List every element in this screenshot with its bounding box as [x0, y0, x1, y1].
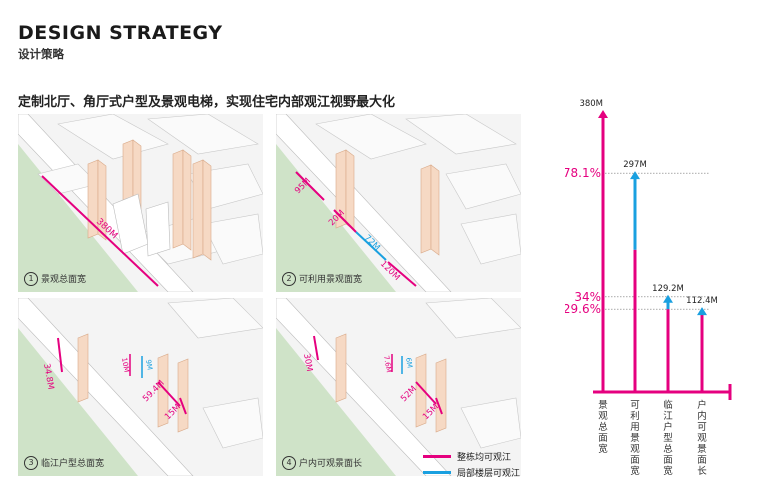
chart-bar-arrowhead	[697, 307, 707, 316]
dimension-label: 10M	[120, 357, 130, 373]
chart-category-label-char: 面	[630, 455, 640, 466]
legend-swatch	[423, 454, 451, 458]
legend-item-partial: 局部楼层可观江	[423, 464, 520, 480]
chart-category-label-char: 宽	[630, 465, 640, 475]
chart-category-label-char: 景	[630, 433, 640, 444]
chart-value-label: 112.4M	[686, 296, 718, 306]
chart-category-label-char: 利	[630, 410, 640, 422]
chart-category-label-char: 临	[663, 399, 673, 411]
chart-category-label-char: 面	[663, 455, 673, 466]
chart-value-label: 129.2M	[652, 284, 684, 294]
dimension-label: 34.8M	[41, 363, 55, 391]
caption-text: 景观总面宽	[41, 274, 87, 285]
chart-category-label-char: 景	[697, 444, 707, 455]
legend-swatch	[423, 470, 451, 474]
caption-text: 户内可观景面长	[299, 458, 363, 469]
legend-label: 整栋均可观江	[457, 452, 512, 463]
legend-item-full: 整栋均可观江	[423, 448, 520, 464]
chart-category-label-char: 景	[598, 400, 608, 411]
chart-category-label-char: 型	[663, 433, 673, 444]
caption-text: 可利用景观面宽	[299, 274, 363, 285]
site-axonometric-1: 380M	[18, 114, 263, 292]
chart-category-label-char: 总	[598, 421, 608, 433]
chart-category-label-char: 宽	[598, 443, 608, 455]
chart-category-label-char: 面	[598, 433, 608, 444]
chart-canvas: 78.1%34%29.6%380M景观总面宽297M可利用景观面宽129.2M临…	[563, 99, 732, 477]
percent-label: 29.6%	[565, 302, 601, 316]
chart-category-label-char: 用	[630, 422, 640, 433]
chart-category-label-char: 内	[697, 410, 707, 422]
legend-label: 局部楼层可观江	[457, 468, 521, 479]
dimension-label: 9M	[144, 359, 154, 371]
chart-bar-arrowhead	[598, 110, 608, 118]
chart-category-label-char: 长	[697, 465, 707, 475]
strategy-heading: 定制北厅、角厅式户型及景观电梯，实现住宅内部观江视野最大化	[18, 95, 396, 110]
chart-category-label-char: 观	[697, 433, 707, 444]
dimension-label: 6M	[404, 357, 414, 369]
site-axonometric-2: 95M 20M 72M 120M	[276, 114, 521, 292]
panel-number: 4	[282, 456, 296, 470]
panel-number: 1	[24, 272, 38, 286]
chart-category-label-char: 江	[663, 411, 673, 422]
title-chinese: 设计策略	[18, 47, 64, 61]
site-axonometric-4: 30M 7.6M 6M 52M 15M	[276, 298, 521, 476]
chart-category-label-char: 面	[697, 455, 707, 466]
chart-bar-arrowhead	[630, 171, 640, 180]
panel-number: 2	[282, 272, 296, 286]
dimension-label: 7.6M	[382, 355, 393, 373]
chart-category-label-char: 可	[697, 422, 707, 433]
panel-number: 3	[24, 456, 38, 470]
chart-category-label-char: 户	[697, 399, 707, 411]
chart-category-label-char: 总	[663, 443, 673, 455]
chart-category-label-char: 户	[663, 421, 673, 433]
caption-text: 临江户型总面宽	[41, 458, 105, 469]
chart-value-label: 297M	[623, 160, 647, 170]
chart-category-label-char: 可	[630, 400, 640, 411]
chart-category-label-char: 宽	[663, 465, 673, 475]
dimension-label: 30M	[301, 353, 314, 373]
chart-category-label-char: 观	[630, 444, 640, 455]
site-axonometric-3: 34.8M 10M 9M 59.4M 15M	[18, 298, 263, 476]
chart-category-label-char: 观	[598, 411, 608, 422]
percent-label: 78.1%	[565, 166, 601, 180]
title-english: DESIGN STRATEGY	[18, 22, 223, 44]
percent-label: 34%	[574, 290, 601, 304]
legend: 整栋均可观江 局部楼层可观江	[423, 448, 520, 480]
chart-bar-arrowhead	[663, 294, 673, 303]
chart-value-label: 380M	[579, 99, 603, 109]
